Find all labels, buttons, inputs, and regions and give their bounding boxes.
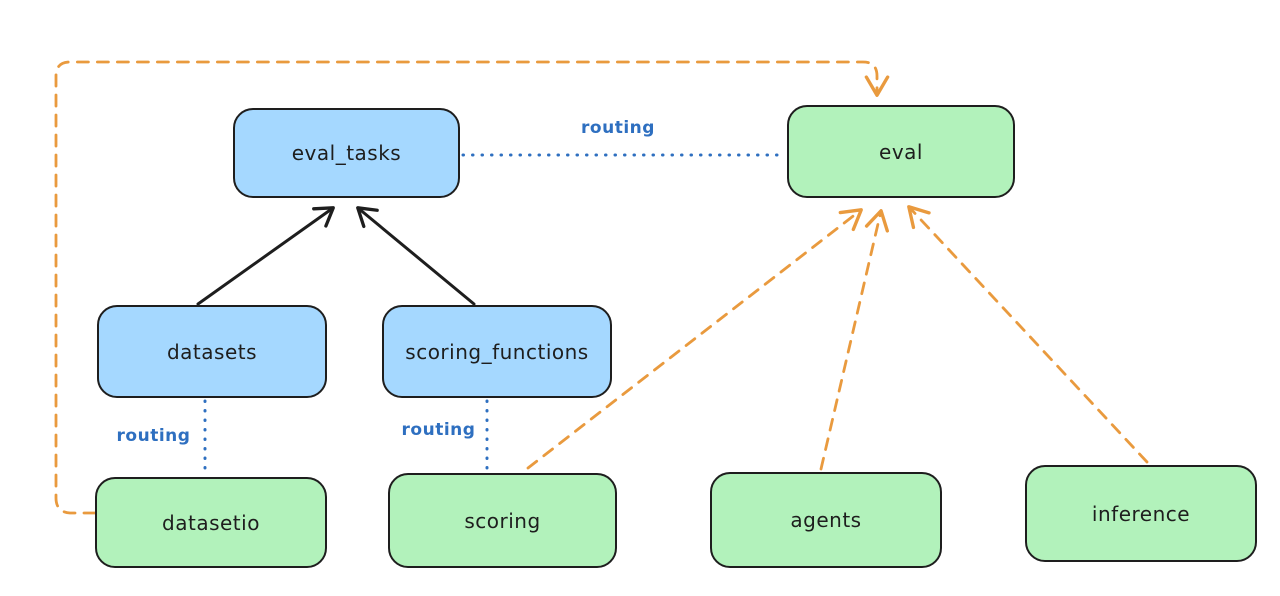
node-datasets: datasets [97,305,327,398]
routing-label-mid: routing [401,420,476,440]
node-datasetio-label: datasetio [162,510,260,535]
node-eval_tasks: eval_tasks [233,108,460,198]
edge-agents-to-eval [819,209,889,471]
node-eval-label: eval [879,139,923,164]
routing-label-left: routing [116,426,191,446]
edge-datasets-to-eval_tasks [196,206,335,306]
node-scoring_functions: scoring_functions [382,305,612,398]
node-eval: eval [787,105,1015,198]
node-agents: agents [710,472,942,568]
node-scoring: scoring [388,473,617,568]
node-eval_tasks-label: eval_tasks [291,141,402,165]
edge-scoring-to-eval [526,208,863,470]
node-agents-label: agents [790,508,862,532]
node-datasets-label: datasets [166,339,258,364]
node-scoring_functions-label: scoring_functions [405,339,589,364]
edge-inference-to-eval [907,205,1149,464]
edge-scoring_functions-to-eval_tasks [356,206,476,306]
node-datasetio: datasetio [95,477,327,568]
routing-label-top: routing [581,118,655,138]
node-scoring-label: scoring [464,508,541,533]
node-inference: inference [1025,465,1257,562]
edge-datasetio-to-eval-loop [54,60,890,515]
node-inference-label: inference [1091,501,1191,526]
